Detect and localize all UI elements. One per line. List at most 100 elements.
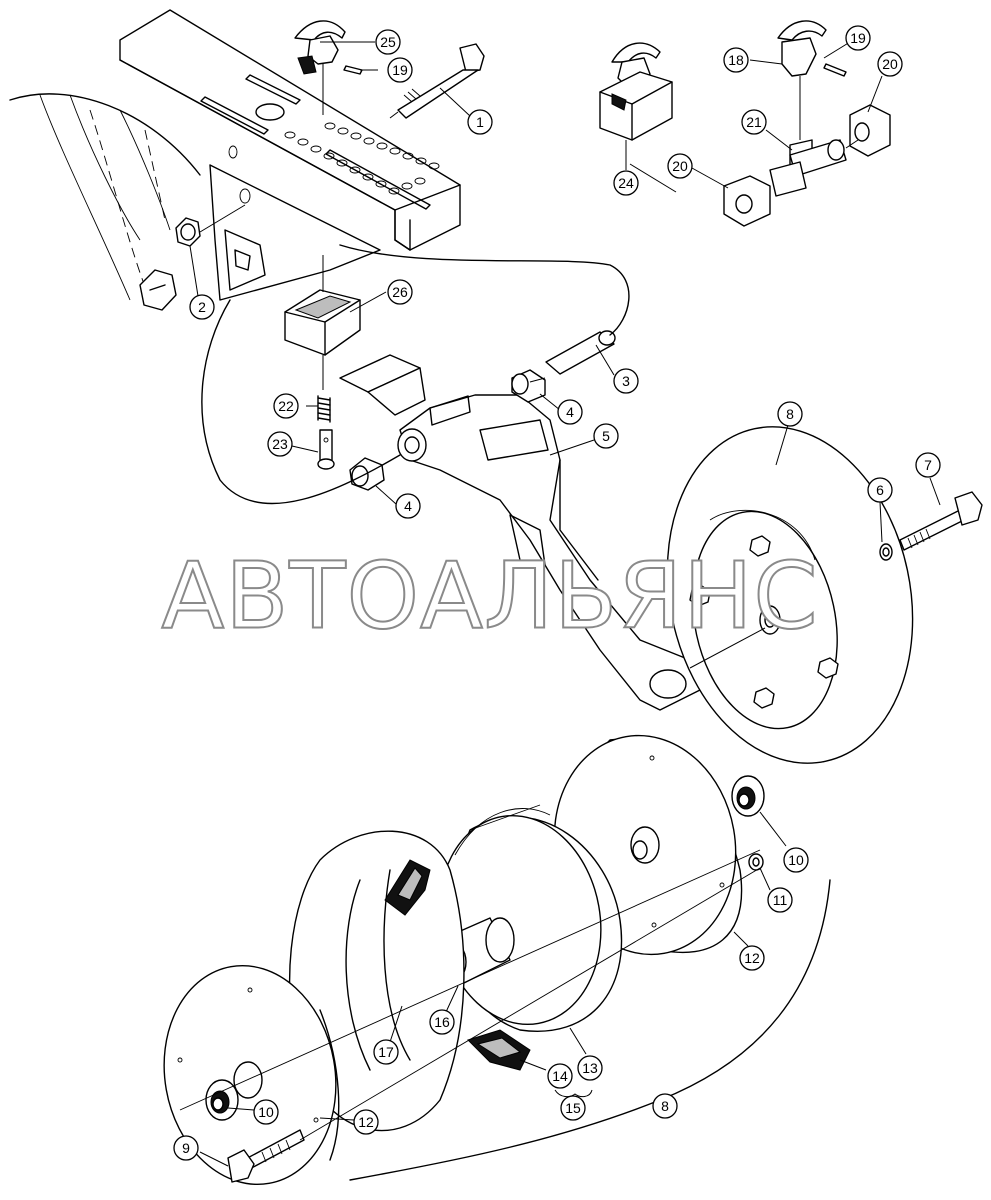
callout-5: 5: [593, 423, 619, 449]
washer-part-11: [748, 853, 764, 871]
latch-assembly-part-24: [599, 42, 673, 170]
pin-part-23: [317, 429, 335, 470]
bolt-part-7: [899, 491, 983, 551]
svg-text:23: 23: [272, 436, 288, 452]
callout-22: 22: [273, 393, 299, 419]
bushing-part-4-lower: [349, 457, 385, 491]
latch-block-part-26: [284, 255, 361, 390]
svg-text:12: 12: [744, 950, 760, 966]
callout-23: 23: [267, 431, 293, 457]
pedal-arm-part-5: [339, 354, 701, 711]
pin-part-19-left: [343, 65, 363, 75]
svg-text:20: 20: [882, 56, 898, 72]
bearing-part-10-right: [731, 775, 765, 817]
handle-part-18: [777, 20, 827, 140]
callout-8-upper: 8: [777, 401, 803, 427]
callout-2: 2: [189, 294, 215, 320]
callout-16: 16: [429, 1009, 455, 1035]
callout-13: 13: [577, 1055, 603, 1081]
bushing-part-4-upper: [511, 369, 546, 403]
callout-12-left: 12: [353, 1109, 379, 1135]
hole-row-upper: [324, 122, 440, 170]
svg-text:26: 26: [392, 284, 408, 300]
spring-part-22: [317, 395, 331, 423]
axle-line-lower: [179, 849, 761, 1111]
left-fender: [9, 93, 201, 301]
callout-20-right: 20: [877, 51, 903, 77]
assembly-outline-upper-right: [339, 244, 630, 336]
svg-text:2: 2: [198, 299, 206, 315]
bolt-part-9: [227, 1129, 305, 1183]
hole-row-lower: [284, 131, 426, 195]
svg-text:6: 6: [876, 482, 884, 498]
callout-4-lower: 4: [395, 493, 421, 519]
svg-text:1: 1: [476, 114, 484, 130]
callout-24: 24: [613, 170, 639, 196]
svg-text:7: 7: [924, 457, 932, 473]
svg-text:22: 22: [278, 398, 294, 414]
axle-line-upper: [299, 867, 761, 1141]
svg-text:4: 4: [404, 498, 412, 514]
svg-text:14: 14: [552, 1068, 568, 1084]
svg-text:11: 11: [773, 892, 788, 908]
svg-text:24: 24: [618, 175, 634, 191]
svg-text:10: 10: [258, 1104, 274, 1120]
svg-text:9: 9: [182, 1140, 190, 1156]
svg-text:8: 8: [786, 406, 794, 422]
svg-text:3: 3: [622, 373, 630, 389]
svg-text:10: 10: [788, 852, 804, 868]
callout-6: 6: [867, 477, 893, 503]
callout-26: 26: [387, 279, 413, 305]
callout-7: 7: [915, 452, 941, 478]
callout-11: 11: [767, 887, 793, 913]
callout-19-right: 19: [845, 25, 871, 51]
nut-part-20-left: [723, 175, 771, 227]
callout-8-lower: 8: [652, 1093, 678, 1119]
callout-1: 1: [467, 109, 493, 135]
svg-text:19: 19: [850, 30, 866, 46]
shaft-part-3: [529, 330, 616, 383]
callout-15: 15: [560, 1095, 586, 1121]
callout-10-left: 10: [253, 1099, 279, 1125]
nut-part-20-right: [849, 104, 891, 157]
big-nut: [139, 269, 177, 311]
assembly-outline-upper: [201, 299, 401, 505]
callout-18: 18: [723, 47, 749, 73]
svg-text:4: 4: [566, 404, 574, 420]
callout-9: 9: [173, 1135, 199, 1161]
bolt-part-1: [389, 43, 485, 119]
svg-text:19: 19: [392, 62, 408, 78]
callout-17: 17: [373, 1039, 399, 1065]
callout-14: 14: [547, 1063, 573, 1089]
leader-lines: [189, 41, 941, 1167]
callout-10-right: 10: [783, 847, 809, 873]
svg-text:15: 15: [565, 1100, 581, 1116]
valve-part-21: [769, 139, 859, 197]
svg-text:25: 25: [380, 34, 396, 50]
svg-text:17: 17: [378, 1044, 394, 1060]
svg-text:8: 8: [661, 1098, 669, 1114]
callout-3: 3: [613, 368, 639, 394]
svg-text:18: 18: [728, 52, 744, 68]
washer-part-6: [879, 543, 893, 561]
svg-text:20: 20: [672, 158, 688, 174]
callout-25: 25: [375, 29, 401, 55]
wheel-part-8-upper: [666, 426, 914, 764]
pin-part-19-right: [823, 63, 847, 77]
callout-12-right: 12: [739, 945, 765, 971]
callout-19-left: 19: [387, 57, 413, 83]
frame-beam: [119, 9, 461, 301]
callout-4-upper: 4: [557, 399, 583, 425]
watermark: АВТОАЛЬЯНС: [161, 543, 818, 650]
callout-20-left: 20: [667, 153, 693, 179]
handle-part-25: [294, 20, 346, 115]
svg-text:13: 13: [582, 1060, 598, 1076]
bearing-part-10-left: [205, 1079, 239, 1121]
svg-text:21: 21: [746, 114, 762, 130]
svg-text:16: 16: [434, 1014, 450, 1030]
svg-text:5: 5: [602, 428, 610, 444]
callout-21: 21: [741, 109, 767, 135]
nut-part-2: [175, 204, 246, 247]
svg-text:12: 12: [358, 1114, 374, 1130]
